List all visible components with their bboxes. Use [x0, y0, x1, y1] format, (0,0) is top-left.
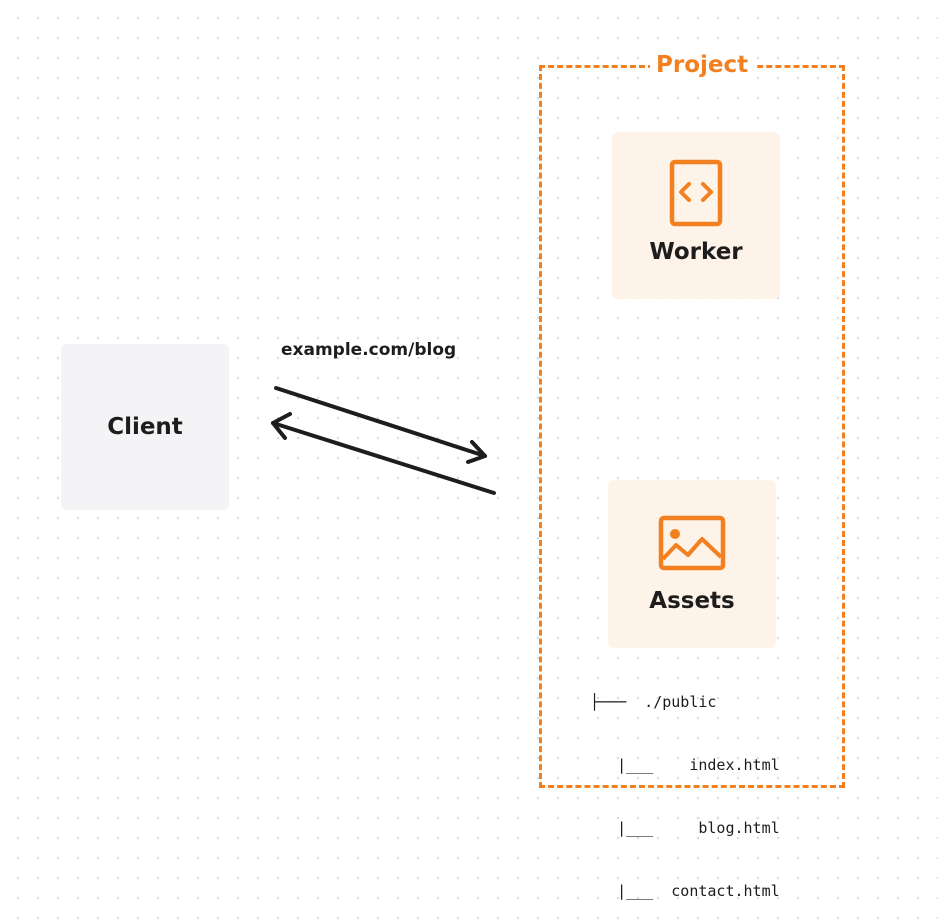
assets-label: Assets — [649, 588, 735, 614]
client-label: Client — [107, 414, 183, 440]
request-url-label: example.com/blog — [281, 340, 457, 360]
project-title: Project — [650, 50, 755, 80]
file-tree-root: ├─── ./public — [590, 693, 717, 711]
file-tree-item-contact[interactable]: |___ contact.html — [590, 882, 780, 900]
worker-label: Worker — [649, 239, 743, 265]
file-tree-item-index[interactable]: |___ index.html — [590, 756, 780, 774]
worker-node[interactable]: Worker — [612, 132, 780, 299]
image-icon — [658, 515, 726, 571]
request-arrows — [271, 386, 496, 495]
response-arrow — [271, 412, 496, 495]
code-file-icon — [669, 159, 723, 227]
file-tree-item-blog[interactable]: |___ blog.html — [590, 819, 780, 837]
file-tree: ├─── ./public |___ index.html |___ blog.… — [590, 650, 780, 923]
request-arrow — [274, 386, 487, 464]
client-node[interactable]: Client — [61, 344, 229, 510]
assets-node[interactable]: Assets — [608, 480, 776, 648]
